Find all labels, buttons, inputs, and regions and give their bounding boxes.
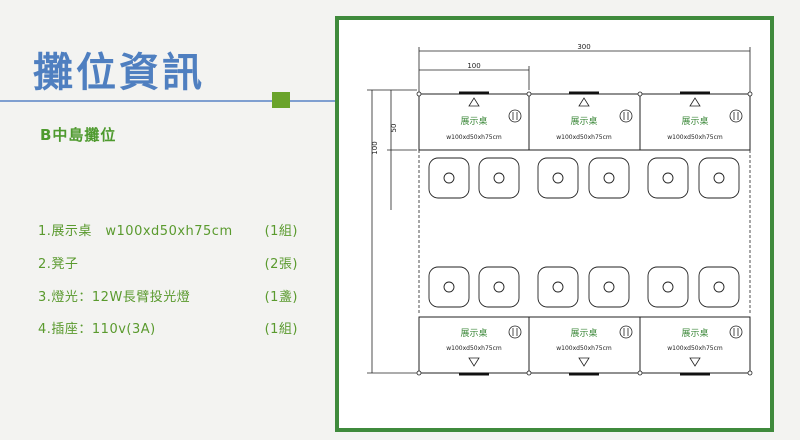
light-triangle-icon [468, 97, 480, 107]
table-size: w100xd50xh75cm [556, 345, 612, 352]
title-accent-square [272, 92, 290, 108]
table-size: w100xd50xh75cm [556, 134, 612, 141]
table-label: 展示桌 [681, 327, 708, 339]
stool [588, 266, 630, 308]
spec-qty: (1組) [264, 224, 298, 239]
table-size: w100xd50xh75cm [667, 134, 723, 141]
stool [588, 157, 630, 199]
stool [698, 266, 740, 308]
outlet-icon [619, 109, 633, 123]
light-triangle-icon [578, 97, 590, 107]
outlet-icon [619, 325, 633, 339]
spec-item-stool: 2.凳子 (2張) [38, 253, 298, 273]
stool [698, 157, 740, 199]
stool [647, 157, 689, 199]
table-label: 展示桌 [460, 115, 487, 127]
spec-name: 2.凳子 [38, 257, 79, 272]
spec-name: 1.展示桌 w100xd50xh75cm [38, 224, 233, 239]
booth-floor-plan: 300 100 100 50 展示桌 w100xd50xh75cm 展示桌 w1… [367, 43, 753, 376]
table-bottom-2: 展示桌 w100xd50xh75cm [528, 316, 641, 376]
table-size: w100xd50xh75cm [446, 134, 502, 141]
spec-item-table: 1.展示桌 w100xd50xh75cm (1組) [38, 220, 298, 240]
booth-type-subtitle: B中島攤位 [40, 126, 117, 144]
spec-item-outlet: 4.插座：110v(3A) (1組) [38, 318, 298, 338]
table-label: 展示桌 [570, 115, 597, 127]
stool [428, 157, 470, 199]
outlet-icon [508, 109, 522, 123]
stool [537, 157, 579, 199]
stool [428, 266, 470, 308]
table-size: w100xd50xh75cm [667, 345, 723, 352]
dim-label-total: 300 [577, 43, 590, 51]
title-divider [0, 100, 338, 102]
outlet-icon [508, 325, 522, 339]
table-top-3: 展示桌 w100xd50xh75cm [639, 91, 751, 151]
table-label: 展示桌 [570, 327, 597, 339]
spec-name: 3.燈光：12W長臂投光燈 [38, 290, 191, 305]
table-label: 展示桌 [681, 115, 708, 127]
dim-label-table-depth: 50 [390, 124, 398, 133]
table-size: w100xd50xh75cm [446, 345, 502, 352]
light-triangle-icon [689, 357, 701, 367]
dim-label-total-depth: 100 [371, 141, 379, 154]
floor-plan-panel: 300 100 100 50 展示桌 w100xd50xh75cm 展示桌 w1… [335, 16, 774, 432]
table-top-2: 展示桌 w100xd50xh75cm [528, 91, 641, 151]
page-title: 攤位資訊 [33, 50, 205, 96]
stool [537, 266, 579, 308]
spec-qty: (2張) [264, 257, 298, 272]
stool [478, 157, 520, 199]
spec-qty: (1盞) [264, 290, 298, 305]
spec-qty: (1組) [264, 322, 298, 337]
spec-name: 4.插座：110v(3A) [38, 322, 156, 337]
light-triangle-icon [578, 357, 590, 367]
light-triangle-icon [468, 357, 480, 367]
dim-label-table-width: 100 [467, 62, 480, 70]
light-triangle-icon [689, 97, 701, 107]
table-bottom-1: 展示桌 w100xd50xh75cm [418, 316, 530, 376]
outlet-icon [729, 325, 743, 339]
table-bottom-3: 展示桌 w100xd50xh75cm [639, 316, 751, 376]
table-label: 展示桌 [460, 327, 487, 339]
stool [647, 266, 689, 308]
table-top-1: 展示桌 w100xd50xh75cm [418, 91, 530, 151]
outlet-icon [729, 109, 743, 123]
stool [478, 266, 520, 308]
spec-item-light: 3.燈光：12W長臂投光燈 (1盞) [38, 286, 298, 306]
